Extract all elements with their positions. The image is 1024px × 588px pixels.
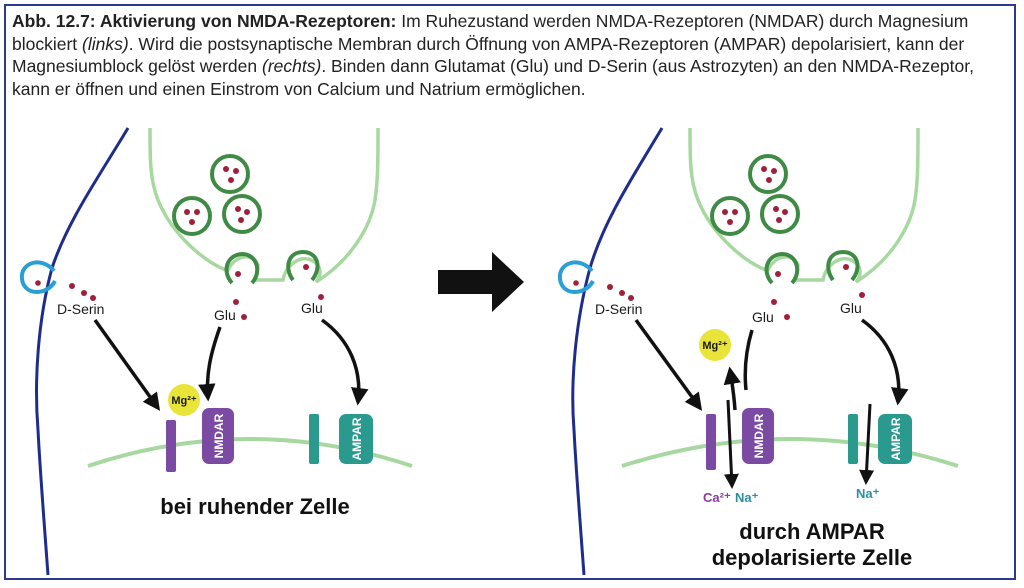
left-mg-label: Mg²⁺ bbox=[171, 395, 197, 407]
left-dserin-label: D-Serin bbox=[57, 301, 104, 317]
right-glu-label-2: Glu bbox=[840, 300, 862, 316]
left-mg-ion bbox=[168, 384, 200, 416]
caption-text-3: . Binden dann Glutamat (Glu) und D-Serin… bbox=[12, 56, 974, 99]
left-vesicle-2 bbox=[172, 196, 212, 236]
right-glu-label-1: Glu bbox=[752, 309, 774, 325]
left-ampar-receptor bbox=[339, 414, 373, 464]
right-vesicle-3 bbox=[760, 194, 800, 234]
right-dserin-label: D-Serin bbox=[595, 301, 642, 317]
right-ampar-label: AMPAR bbox=[889, 417, 903, 460]
right-arrow-glu-nmdar bbox=[743, 329, 754, 391]
right-vesicle-1 bbox=[748, 154, 788, 194]
left-ampar-label: AMPAR bbox=[350, 417, 364, 460]
right-na-label-1: Na⁺ bbox=[735, 490, 759, 505]
left-neuron-line bbox=[35, 127, 130, 576]
right-neuron-line bbox=[571, 127, 664, 576]
left-dserin-dots bbox=[69, 283, 96, 301]
left-vesicle-3 bbox=[222, 194, 262, 234]
left-astrocyte bbox=[19, 260, 57, 294]
right-nmdar-ion-flow-arrow bbox=[723, 399, 739, 489]
caption-title: Abb. 12.7: Aktivierung von NMDA-Rezeptor… bbox=[12, 11, 397, 31]
right-ampar-subunit bbox=[848, 414, 858, 464]
left-panel: D-Serin Glu Glu NMDAR Mg²⁺ AMPAR bei ruh… bbox=[19, 127, 413, 576]
caption-rechts: (rechts) bbox=[262, 56, 322, 76]
left-arrow-glu-nmdar bbox=[198, 326, 222, 402]
right-dserin-dots bbox=[607, 284, 634, 301]
caption-links: (links) bbox=[82, 33, 129, 54]
right-vesicle-2 bbox=[710, 196, 750, 236]
left-docked-vesicle-2 bbox=[286, 249, 320, 282]
right-nmdar-label: NMDAR bbox=[752, 413, 766, 458]
left-nmdar-glycine-subunit bbox=[166, 420, 176, 472]
right-postsynaptic-membrane bbox=[621, 437, 959, 468]
transition-arrow bbox=[438, 252, 524, 312]
left-nmdar-receptor bbox=[202, 408, 234, 464]
right-docked-vesicle-2 bbox=[826, 249, 860, 282]
right-bottom-label-1: durch AMPAR bbox=[739, 519, 885, 544]
left-arrow-glu-ampar bbox=[320, 318, 369, 406]
left-ampar-subunit bbox=[309, 414, 319, 464]
right-arrow-mg-release bbox=[723, 366, 741, 411]
left-docked-vesicle-1 bbox=[224, 251, 260, 285]
right-docked-vesicle-1 bbox=[764, 251, 800, 285]
right-ampar-receptor bbox=[878, 414, 912, 464]
right-panel: D-Serin Glu Glu Mg²⁺ NMDAR AMPAR Ca²⁺ Na… bbox=[557, 127, 959, 576]
right-nmdar-receptor bbox=[742, 408, 774, 464]
caption-text-1: Im Ruhezustand werden NMDA-Rezeptoren (N… bbox=[12, 11, 969, 54]
left-bottom-label: bei ruhender Zelle bbox=[160, 494, 350, 519]
right-mg-ion bbox=[699, 329, 731, 361]
right-mg-label: Mg²⁺ bbox=[702, 340, 728, 352]
right-ampar-ion-flow-arrow bbox=[859, 403, 875, 485]
right-astrocyte bbox=[557, 260, 595, 294]
left-glu-label-1: Glu bbox=[214, 307, 236, 323]
right-na-label-2: Na⁺ bbox=[856, 486, 880, 501]
right-bottom-label-2: depolarisierte Zelle bbox=[712, 545, 913, 570]
left-arrow-dserin bbox=[93, 318, 161, 411]
figure-caption: Abb. 12.7: Aktivierung von NMDA-Rezeptor… bbox=[12, 10, 1012, 100]
caption-text-2: . Wird die postsynaptische Membran durch… bbox=[12, 33, 965, 77]
left-vesicle-1 bbox=[210, 154, 250, 194]
left-glu-label-2: Glu bbox=[301, 300, 323, 316]
right-ca-label: Ca²⁺ bbox=[703, 490, 731, 505]
right-nmdar-glycine-subunit bbox=[706, 414, 716, 470]
right-arrow-glu-ampar bbox=[860, 318, 909, 406]
left-nmdar-label: NMDAR bbox=[212, 413, 226, 458]
right-arrow-dserin bbox=[634, 318, 703, 411]
